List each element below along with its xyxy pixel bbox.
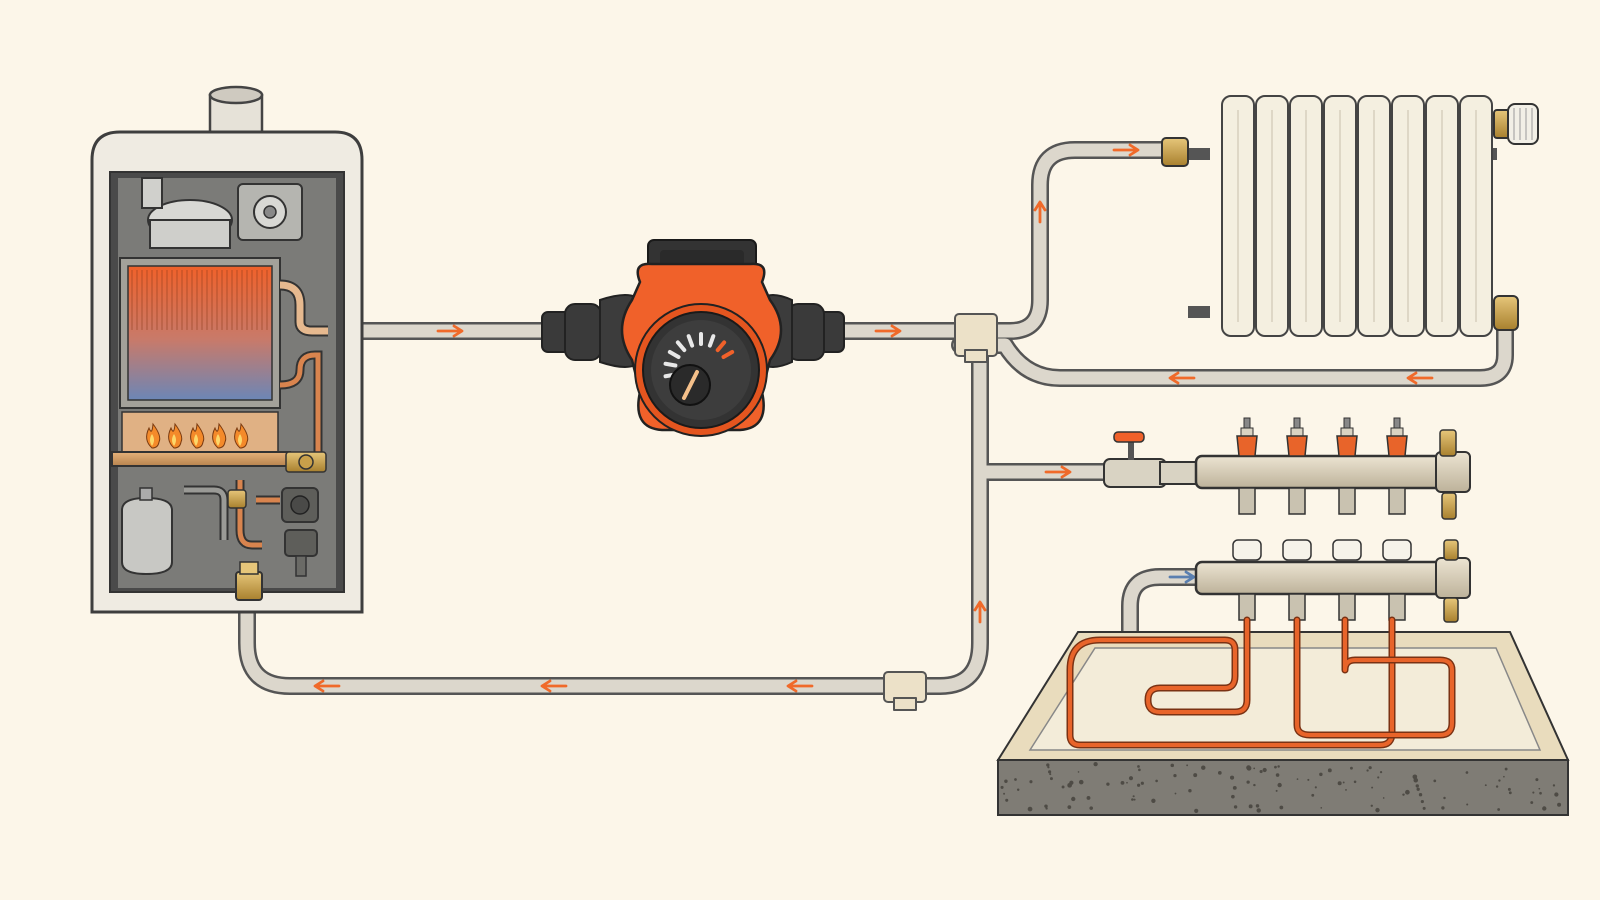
flow-arrow	[973, 600, 987, 624]
supply-flow-meter	[1236, 417, 1258, 515]
return-valve-cap	[1382, 539, 1412, 621]
pipe-network	[238, 141, 1514, 711]
flow-arrow	[1112, 143, 1140, 157]
flame-icon	[168, 422, 183, 449]
return-valve-cap	[1332, 539, 1362, 621]
floor-heating-loop	[1295, 618, 1454, 737]
supply-flow-meter	[1336, 417, 1358, 515]
flame-icon	[146, 422, 161, 449]
supply-flow-meter	[1386, 417, 1408, 515]
flame-icon	[212, 422, 227, 449]
floor-heating-loop	[1068, 618, 1394, 747]
supply-pipe-riser	[951, 141, 1179, 340]
supply-flow-meter	[1286, 417, 1308, 515]
riser-pipe-vertical	[901, 341, 989, 695]
flow-arrow	[1406, 371, 1434, 385]
flow-arrow	[540, 679, 568, 693]
radiator-icon	[1161, 95, 1539, 337]
flow-arrow	[313, 679, 341, 693]
flow-arrow	[1044, 465, 1072, 479]
flow-arrow	[1033, 200, 1047, 224]
flow-arrow	[1168, 371, 1196, 385]
boiler-icon	[90, 85, 364, 614]
flame-icon	[234, 422, 249, 449]
circulator-pump-icon	[541, 239, 845, 437]
flame-icon	[190, 422, 205, 449]
flow-arrow	[786, 679, 814, 693]
flow-arrow	[1168, 570, 1196, 584]
return-valve-cap	[1282, 539, 1312, 621]
flow-arrow	[436, 324, 464, 338]
flow-arrow	[874, 324, 902, 338]
manifold-icon	[1103, 417, 1471, 623]
flow-arrows	[313, 143, 1434, 693]
underfloor-heating-icon	[996, 616, 1570, 816]
